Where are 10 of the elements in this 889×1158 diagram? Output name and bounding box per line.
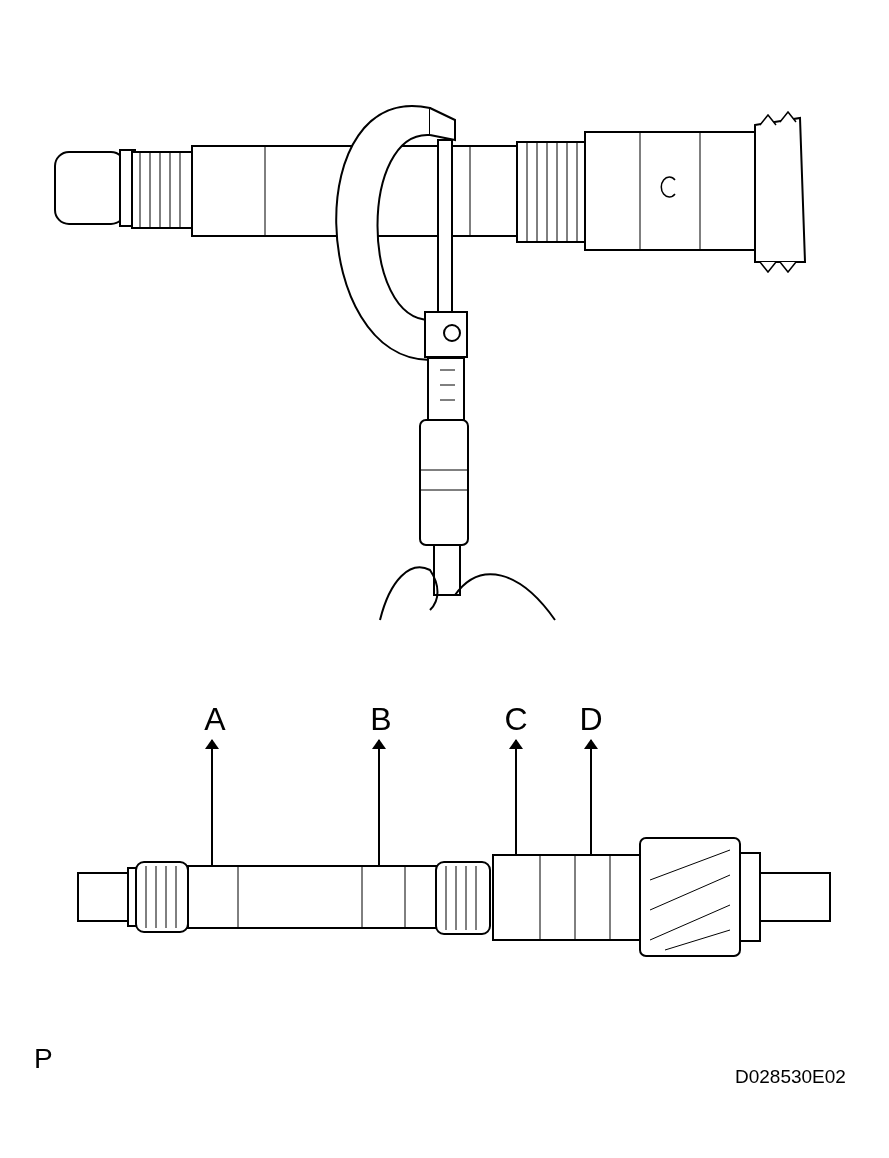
leader-arrow [584,739,598,856]
callout-letter: A [195,700,235,738]
callout-letter: D [571,700,611,738]
leader-arrow [509,739,523,856]
leader-arrow [372,739,386,866]
view-mark: P [34,1043,53,1075]
figure-code: D028530E02 [735,1066,846,1088]
callout-letter: B [361,700,401,738]
leader-arrow [205,739,219,866]
callout-letter: C [496,700,536,738]
